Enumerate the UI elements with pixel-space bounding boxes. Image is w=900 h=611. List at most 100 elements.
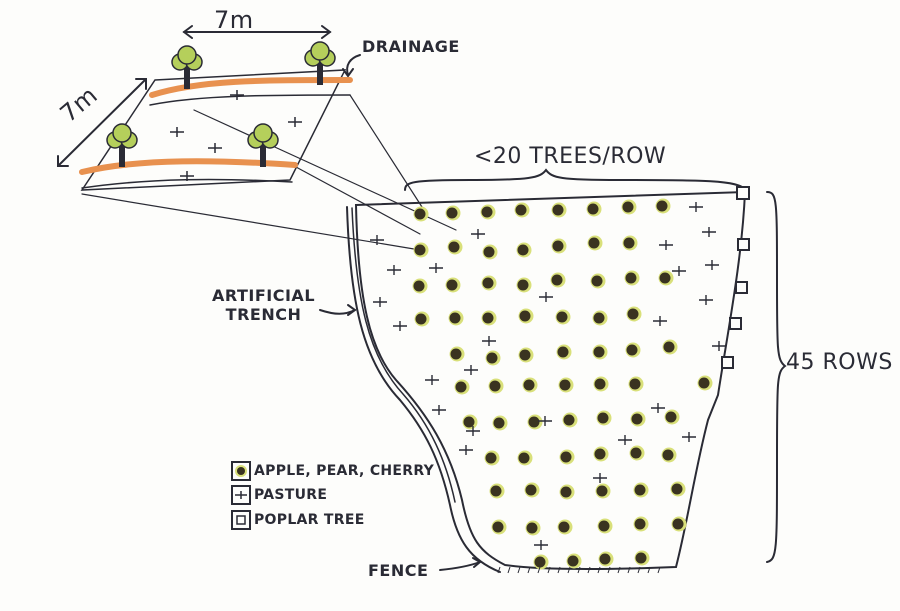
legend-item-pasture: PASTURE	[231, 484, 327, 506]
pasture-cross-icon	[464, 365, 478, 375]
pasture-cross-icon	[651, 403, 665, 413]
pasture-cross-icon	[373, 297, 387, 307]
fruit-tree-dot-icon	[448, 310, 464, 326]
poplar-tree-icon	[721, 356, 734, 369]
fruit-tree-dot-icon	[445, 205, 461, 221]
fruit-tree-dot-icon	[598, 551, 614, 567]
width-dimension-label: 7m	[214, 6, 254, 34]
fruit-tree-dot-icon	[559, 449, 575, 465]
trees-per-row-label: <20 TREES/ROW	[474, 144, 667, 169]
fruit-tree-dot-icon	[630, 411, 646, 427]
pasture-cross-icon	[466, 426, 480, 436]
callout-line	[81, 94, 457, 251]
rows-label: 45 ROWS	[786, 350, 893, 375]
pasture-cross-icon	[539, 292, 553, 302]
fruit-tree-dot-icon	[625, 342, 641, 358]
fruit-tree-dot-icon	[413, 206, 429, 222]
fruit-tree-dot-icon	[517, 450, 533, 466]
pasture-cross-icon	[538, 416, 552, 426]
fruit-tree-dot-icon	[518, 308, 534, 324]
fruit-tree-dot-icon	[551, 238, 567, 254]
legend-item-fruit: APPLE, PEAR, CHERRY	[231, 460, 434, 482]
pasture-cross-icon	[425, 375, 439, 385]
fruit-tree-dot-icon	[518, 347, 534, 363]
fruit-tree-dot-icon	[488, 378, 504, 394]
fruit-tree-dot-icon	[626, 306, 642, 322]
trench-label: ARTIFICIAL TRENCH	[212, 286, 315, 324]
fruit-tree-dot-icon	[566, 553, 582, 569]
fruit-tree-dot-icon	[413, 242, 429, 258]
trench-line	[346, 206, 501, 573]
fruit-tree-dot-icon	[449, 346, 465, 362]
pasture-cross-icon	[618, 435, 632, 445]
fruit-tree-dot-icon	[633, 482, 649, 498]
fruit-tree-dot-icon	[664, 409, 680, 425]
fruit-tree-dot-icon	[522, 377, 538, 393]
fruit-tree-dot-icon	[447, 239, 463, 255]
pasture-cross-icon	[231, 485, 251, 505]
fruit-tree-dot-icon	[514, 202, 530, 218]
poplar-tree-icon	[736, 186, 750, 200]
pasture-cross-icon	[659, 240, 673, 250]
inset-tree-group	[106, 41, 336, 167]
dim-side-arrow	[57, 78, 147, 167]
fruit-tree-dot-icon	[481, 275, 497, 291]
fruit-tree-dot-icon	[593, 376, 609, 392]
fruit-tree-dot-icon	[621, 199, 637, 215]
inset-tree-icon	[247, 123, 279, 167]
pasture-cross-icon	[682, 432, 696, 442]
pasture-cross-icon	[534, 540, 548, 550]
fruit-tree-dot-icon	[480, 204, 496, 220]
inset-tree-icon	[106, 123, 138, 167]
pasture-cross-icon	[459, 445, 473, 455]
poplar-row	[721, 186, 750, 369]
pasture-cross-icon	[387, 265, 401, 275]
legend-label: POPLAR TREE	[254, 512, 365, 528]
fruit-tree-dot-icon	[622, 235, 638, 251]
fruit-tree-dot-icon	[670, 481, 686, 497]
poplar-tree-icon	[729, 317, 742, 330]
field-boundary	[354, 190, 747, 571]
fruit-tree-dot-icon	[592, 310, 608, 326]
fruit-tree-dot-icon	[454, 379, 470, 395]
fruit-tree-dot-icon	[628, 376, 644, 392]
fruit-tree-dot-icon	[629, 445, 645, 461]
fruit-tree-dot-icon	[596, 410, 612, 426]
fruit-tree-dot-icon	[558, 377, 574, 393]
pasture-cross-icon	[429, 263, 443, 273]
fruit-tree-dot-icon	[484, 450, 500, 466]
fruit-tree-dot-icon	[491, 519, 507, 535]
trench-line-inner	[351, 207, 456, 503]
legend-label: APPLE, PEAR, CHERRY	[254, 463, 435, 479]
fruit-tree-grid	[412, 198, 713, 570]
pasture-cross-icon	[672, 266, 686, 276]
pasture-grid	[370, 202, 726, 550]
fruit-tree-dot-icon	[516, 277, 532, 293]
fruit-tree-dot-icon	[624, 270, 640, 286]
pasture-cross-icon	[689, 202, 703, 212]
fruit-tree-dot-icon	[414, 311, 430, 327]
fruit-tree-dot-icon	[492, 415, 508, 431]
fruit-tree-dot-icon	[662, 339, 678, 355]
fruit-tree-dot-icon	[697, 375, 713, 391]
fruit-tree-dot-icon	[634, 550, 650, 566]
pasture-cross-icon	[702, 227, 716, 237]
fruit-tree-dot-icon	[661, 447, 677, 463]
pasture-cross-icon	[705, 260, 719, 270]
fruit-tree-dot-icon	[587, 235, 603, 251]
trench-label-line1: ARTIFICIAL	[212, 286, 316, 305]
fruit-tree-dot-icon	[557, 519, 573, 535]
fruit-tree-dot-icon	[595, 483, 611, 499]
fruit-tree-dot-icon	[481, 310, 497, 326]
fruit-tree-dot-icon	[593, 446, 609, 462]
fruit-tree-dot-icon	[655, 198, 671, 214]
pasture-cross-icon	[712, 341, 726, 351]
pasture-cross-icon	[699, 295, 713, 305]
fruit-tree-dot-icon	[445, 277, 461, 293]
drainage-label: DRAINAGE	[362, 37, 460, 56]
fruit-tree-dot-icon	[485, 350, 501, 366]
fruit-tree-dot-icon	[590, 273, 606, 289]
inset-tree-icon	[304, 41, 336, 85]
rows-bracket	[766, 191, 787, 563]
